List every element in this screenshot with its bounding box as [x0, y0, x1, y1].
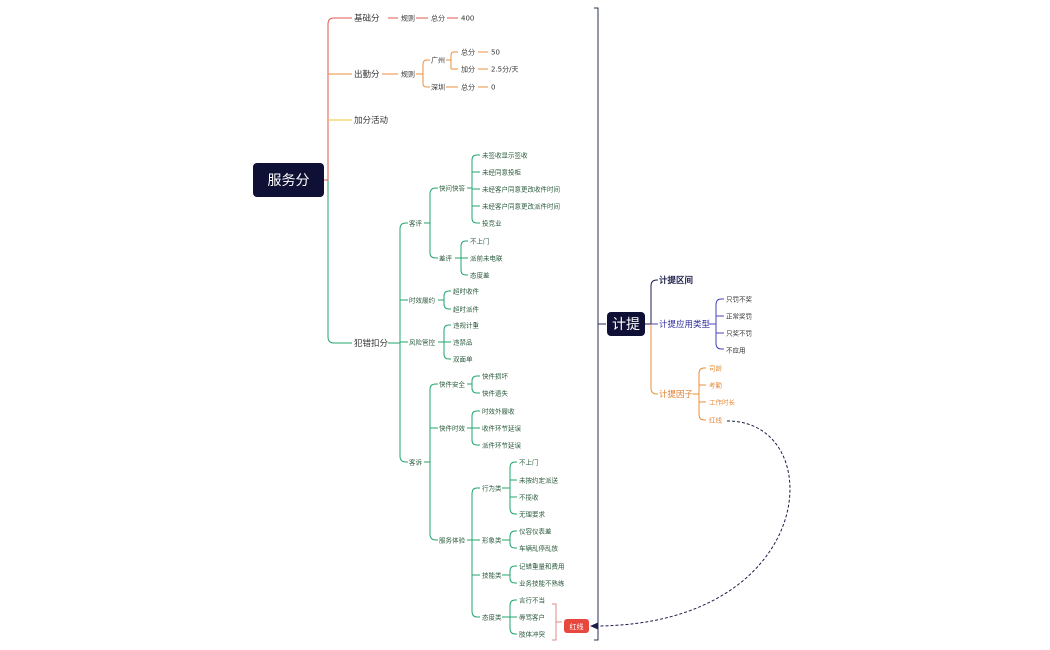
item-leixing-3[interactable]: 不应用 — [726, 346, 746, 355]
node-xingxiang[interactable]: 形象类 — [482, 536, 502, 545]
item-fengkong-2[interactable]: 双面单 — [453, 355, 473, 364]
node-anquan[interactable]: 快件安全 — [439, 380, 466, 389]
item-fengkong-1[interactable]: 违禁品 — [453, 339, 473, 347]
hongxian-tag[interactable]: 红线 — [564, 619, 589, 633]
item-kuaiwen-1[interactable]: 未经同意投柜 — [482, 168, 522, 177]
item-kjsx-1[interactable]: 收件环节延误 — [482, 424, 522, 433]
item-yinzi-1[interactable]: 考勤 — [709, 381, 723, 390]
item-kuaiwen-0[interactable]: 未签收显示签收 — [482, 151, 528, 160]
item-leixing-2[interactable]: 只奖不罚 — [726, 329, 752, 338]
hongxian-tag-label: 红线 — [570, 622, 584, 631]
root-branches — [324, 17, 352, 344]
item-xingwei-3[interactable]: 无理要求 — [519, 510, 546, 519]
node-fengkong[interactable]: 风险管控 — [409, 338, 436, 347]
item-anquan-0[interactable]: 快件损坏 — [482, 372, 509, 381]
node-sz-zong-val[interactable]: 0 — [491, 84, 495, 92]
node-jiti-yinzi[interactable]: 计提因子 — [659, 389, 694, 400]
hongxian-bracket — [552, 603, 562, 641]
node-fancuo[interactable]: 犯错扣分 — [354, 338, 389, 349]
node-gz-zongfen[interactable]: 总分 — [461, 48, 475, 57]
node-jiti-qujian[interactable]: 计提区间 — [659, 275, 693, 286]
node-jichu-guize[interactable]: 规则 — [401, 14, 415, 23]
node-chuqin[interactable]: 出勤分 — [354, 69, 380, 80]
item-leixing-1[interactable]: 正常奖罚 — [726, 312, 752, 321]
node-fuwu-tiyan[interactable]: 服务体验 — [439, 536, 466, 545]
item-taidu-1[interactable]: 辱骂客户 — [519, 613, 545, 622]
node-jineng[interactable]: 技能类 — [482, 571, 502, 580]
node-gz-zong-val[interactable]: 50 — [491, 49, 500, 57]
node-jichu-value[interactable]: 400 — [461, 15, 474, 23]
item-jineng-0[interactable]: 记错重量和费用 — [519, 562, 565, 571]
item-kuaiwen-3[interactable]: 未经客户同意更改派件时间 — [482, 202, 560, 211]
node-jichu-zongfen[interactable]: 总分 — [431, 14, 445, 23]
node-jiafen-huodong[interactable]: 加分活动 — [354, 115, 389, 126]
item-kuaiwen-4[interactable]: 投竞业 — [482, 219, 502, 228]
node-xingwei[interactable]: 行为类 — [482, 484, 502, 493]
node-kuaiwen[interactable]: 快问快答 — [439, 184, 466, 193]
node-gz-jia-val[interactable]: 2.5分/天 — [491, 65, 519, 74]
item-taidu-2[interactable]: 肢体冲突 — [519, 630, 546, 639]
item-xingxiang-0[interactable]: 仪容仪表差 — [519, 527, 552, 536]
node-kuaijian-shixiao[interactable]: 快件时效 — [439, 424, 466, 433]
node-gz-jiafen[interactable]: 加分 — [461, 65, 475, 74]
relation-arrowhead — [590, 622, 598, 630]
relation-connector — [595, 420, 791, 627]
item-yinzi-2[interactable]: 工作时长 — [709, 398, 736, 407]
item-leixing-0[interactable]: 只罚不奖 — [726, 295, 753, 304]
item-xingwei-2[interactable]: 不揽收 — [519, 493, 539, 502]
root-node-jiti[interactable]: 计提 — [607, 312, 645, 336]
big-bracket — [594, 7, 606, 641]
item-shixiao-1[interactable]: 超时派件 — [453, 305, 480, 314]
item-kjsx-0[interactable]: 时效外履收 — [482, 407, 515, 416]
item-yinzi-0[interactable]: 司龄 — [709, 364, 723, 373]
branch-chuqin — [382, 51, 488, 88]
node-sz-zongfen[interactable]: 总分 — [461, 83, 475, 92]
item-taidu-0[interactable]: 言行不当 — [519, 596, 545, 605]
item-chaping-0[interactable]: 不上门 — [470, 237, 490, 246]
jiti-root-label: 计提 — [612, 317, 640, 333]
item-xingwei-0[interactable]: 不上门 — [519, 458, 539, 467]
item-yinzi-3[interactable]: 红线 — [709, 416, 723, 425]
item-xingwei-1[interactable]: 未按约定派送 — [519, 476, 559, 485]
node-kepin[interactable]: 客评 — [409, 219, 423, 228]
root-node-service-score[interactable]: 服务分 — [253, 163, 324, 197]
node-kesu[interactable]: 客诉 — [409, 458, 423, 467]
root-label: 服务分 — [268, 173, 310, 189]
node-jichu[interactable]: 基础分 — [354, 13, 380, 24]
node-jiti-leixing[interactable]: 计提应用类型 — [659, 319, 711, 330]
item-jineng-1[interactable]: 业务技能不熟练 — [519, 579, 565, 588]
node-guangzhou[interactable]: 广州 — [431, 56, 445, 65]
node-chuqin-guize[interactable]: 规则 — [401, 70, 415, 79]
item-chaping-2[interactable]: 态度差 — [470, 271, 490, 280]
item-kuaiwen-2[interactable]: 未经客户同意更改收件时间 — [482, 185, 560, 194]
item-anquan-1[interactable]: 快件遗失 — [482, 389, 509, 398]
item-fengkong-0[interactable]: 违规计重 — [453, 321, 480, 330]
node-chaping[interactable]: 差评 — [439, 254, 453, 263]
item-kjsx-2[interactable]: 派件环节延误 — [482, 441, 522, 450]
item-chaping-1[interactable]: 派前未电联 — [470, 254, 503, 263]
node-shenzhen[interactable]: 深圳 — [431, 83, 445, 92]
item-shixiao-0[interactable]: 超时收件 — [453, 287, 480, 296]
branch-fancuo-lines — [388, 154, 517, 635]
node-shixiao-lvyue[interactable]: 时效履约 — [409, 296, 435, 305]
jiti-branches — [645, 279, 724, 421]
item-xingxiang-1[interactable]: 车辆乱停乱放 — [519, 544, 559, 553]
node-taidu[interactable]: 态度类 — [482, 613, 502, 622]
